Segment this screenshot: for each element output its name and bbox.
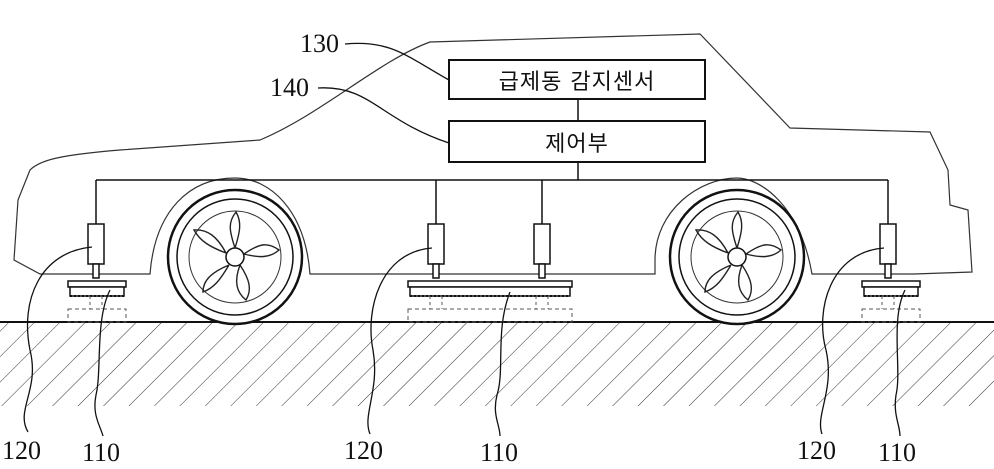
ref-plate-left: 110 <box>82 440 120 466</box>
ref-controller: 140 <box>270 75 309 101</box>
controller-label: 제어부 <box>449 121 705 162</box>
ref-plate-middle: 110 <box>480 440 518 466</box>
plate-middle <box>408 281 572 322</box>
actuator-left <box>88 224 104 278</box>
ref-actuator-left: 120 <box>2 438 41 464</box>
leader-sensor <box>345 43 449 80</box>
ref-plate-right: 110 <box>878 440 916 466</box>
sensor-label: 급제동 감지센서 <box>449 60 705 99</box>
front-wheel <box>168 190 302 324</box>
ref-actuator-middle: 120 <box>344 438 383 464</box>
ref-sensor: 130 <box>300 31 339 57</box>
actuator-right <box>880 224 896 278</box>
actuator-middle-front <box>428 224 444 278</box>
plate-right <box>862 281 920 322</box>
actuator-middle-rear <box>534 224 550 278</box>
ref-actuator-right: 120 <box>797 438 836 464</box>
rear-wheel <box>670 190 804 324</box>
plate-left <box>68 281 126 322</box>
